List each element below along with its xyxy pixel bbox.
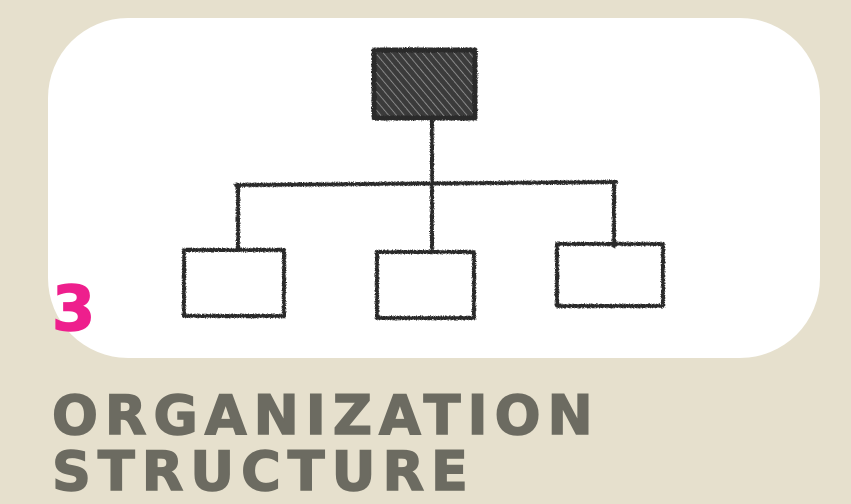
illustration-card xyxy=(48,18,820,358)
org-chart-child-box-left xyxy=(182,248,286,318)
section-title-line-2: STRUCTURE xyxy=(51,440,475,503)
org-chart-child-box-right xyxy=(555,242,665,308)
section-title-line-1: ORGANIZATION xyxy=(51,384,600,447)
org-chart-root-box xyxy=(371,47,478,121)
org-chart-branch-line xyxy=(234,180,618,187)
section-number: 3 xyxy=(51,272,96,345)
section-title: ORGANIZATION STRUCTURE xyxy=(51,384,600,503)
org-chart-child-box-middle xyxy=(375,250,476,320)
org-chart-sketch-icon xyxy=(182,47,665,320)
